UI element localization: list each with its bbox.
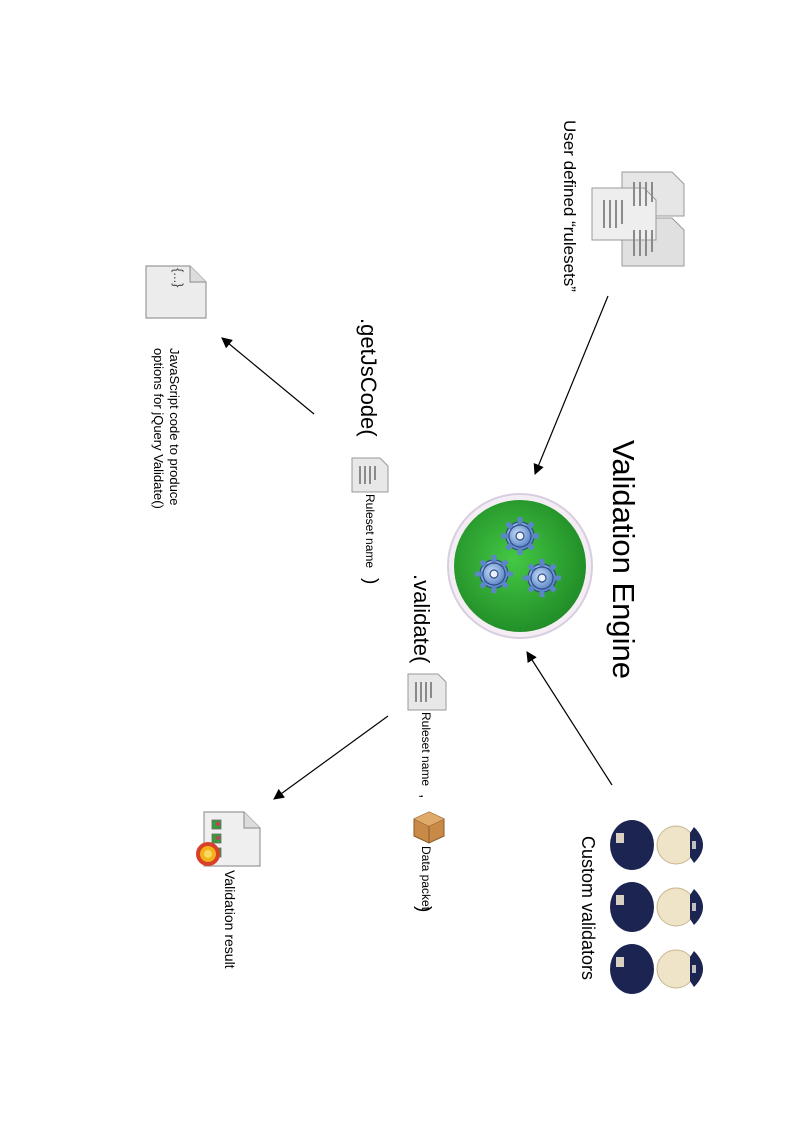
- validate-ruleset-arg: Ruleset name: [419, 712, 433, 787]
- getjscode-method: .getJsCode(: [356, 318, 381, 437]
- js-code-glyph: {...}: [171, 268, 186, 288]
- diagram-title: Validation Engine: [606, 440, 641, 679]
- police-officer-icon: [610, 944, 703, 994]
- document-icon: [407, 673, 447, 711]
- validate-comma: ,: [417, 794, 434, 799]
- engine-node: [447, 493, 593, 639]
- document-icon: [351, 457, 389, 493]
- arrow-rulesets-to-engine: [533, 295, 609, 475]
- arrow-validate-to-result: [273, 715, 389, 800]
- js-output-label-line1: JavaScript code to produce: [167, 348, 182, 506]
- custom-validators-group: [610, 820, 703, 994]
- gears-icon: [475, 517, 561, 597]
- arrow-validators-to-engine: [526, 651, 613, 786]
- validation-result-label: Validation result: [222, 870, 238, 969]
- js-output-label-line2: options for jQuery Validate(): [151, 348, 166, 509]
- police-officer-icon: [610, 820, 703, 870]
- seal-icon: [196, 842, 220, 866]
- package-icon: [413, 811, 445, 844]
- stacked-documents-icon: [591, 171, 685, 267]
- getjscode-close: ): [360, 578, 381, 585]
- custom-validators-label: Custom validators: [578, 836, 598, 981]
- validate-method: .validate(: [409, 574, 434, 664]
- validate-close: ): [413, 906, 434, 913]
- validate-data-arg: Data packet: [419, 846, 433, 911]
- js-output-label: JavaScript code to produce options for j…: [150, 348, 182, 509]
- rulesets-label: User defined “rulesets”: [560, 120, 579, 292]
- arrow-getjscode-to-js: [221, 337, 315, 415]
- getjscode-ruleset-arg: Ruleset name: [363, 494, 377, 569]
- police-officer-icon: [610, 882, 703, 932]
- js-code-document-icon: [145, 265, 207, 319]
- certificate-document-icon: [196, 811, 261, 867]
